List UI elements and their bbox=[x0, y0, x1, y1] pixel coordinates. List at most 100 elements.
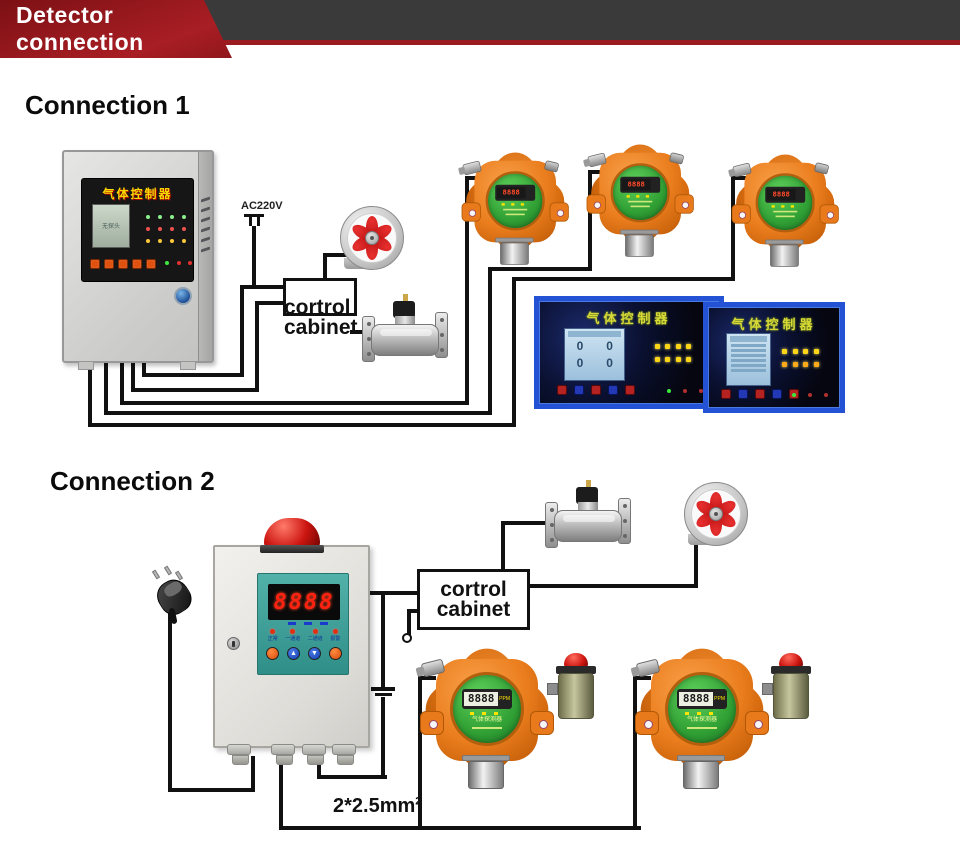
panel-button[interactable] bbox=[329, 647, 342, 660]
led-label: 正常 bbox=[267, 636, 278, 642]
gas-detector-4: 8888 PPM 气体探测器 bbox=[414, 637, 598, 805]
wire-segment bbox=[588, 170, 606, 174]
gas-detector-3: 8888 bbox=[727, 145, 874, 280]
power-label: AC220V bbox=[241, 200, 283, 212]
wire-segment bbox=[168, 612, 172, 792]
wire-segment bbox=[323, 253, 355, 257]
page-title: Detector connection bbox=[16, 2, 144, 55]
panel-button[interactable] bbox=[591, 384, 601, 395]
wire-segment bbox=[731, 176, 735, 281]
wire-segment bbox=[694, 543, 698, 588]
wire-segment bbox=[255, 301, 287, 305]
wire-segment bbox=[633, 676, 637, 830]
wire-segment bbox=[418, 676, 422, 830]
sensor-head bbox=[625, 234, 654, 257]
led-label: 二通道 bbox=[307, 636, 323, 642]
fan-hub bbox=[709, 507, 723, 521]
panel-button[interactable] bbox=[772, 388, 783, 399]
wire-segment bbox=[317, 756, 321, 779]
wire-segment bbox=[407, 609, 419, 613]
wire-segment bbox=[142, 373, 244, 377]
wire-segment bbox=[104, 411, 492, 415]
power-plug-symbol bbox=[244, 214, 264, 217]
detector-face bbox=[450, 672, 524, 746]
down-button[interactable]: ▼ bbox=[308, 647, 321, 660]
cable-gland-icon bbox=[332, 744, 356, 765]
cable-gland-icon bbox=[271, 744, 295, 765]
cabinet-label-line2: cabinet bbox=[284, 315, 358, 339]
wire-segment bbox=[104, 340, 108, 415]
wire-segment bbox=[131, 340, 135, 392]
led-label: 报警 bbox=[330, 636, 341, 642]
wire-segment bbox=[501, 521, 505, 571]
detector-display: 8888 bbox=[620, 176, 661, 193]
detector-label: 气体探测器 bbox=[686, 717, 717, 723]
door-lock[interactable] bbox=[174, 287, 192, 305]
controller2-led-row: 正常 一通道 二通道 报警 bbox=[264, 629, 344, 642]
sounder-alarm bbox=[762, 653, 811, 721]
unit-label: PPM bbox=[714, 696, 725, 702]
controller-buttons[interactable] bbox=[90, 259, 156, 269]
panel-button[interactable] bbox=[608, 384, 618, 395]
wire-segment bbox=[252, 226, 256, 287]
up-button[interactable]: ▲ bbox=[287, 647, 300, 660]
detector-display: 8888 PPM bbox=[462, 689, 512, 709]
lcd-value: 0 bbox=[606, 338, 613, 353]
sensor-head bbox=[683, 761, 719, 789]
wire-segment bbox=[588, 170, 592, 271]
blue-panel-status-leds bbox=[666, 388, 703, 393]
panel-button[interactable] bbox=[625, 384, 635, 395]
panel-button[interactable] bbox=[146, 259, 156, 269]
section-title-connection-1: Connection 1 bbox=[25, 90, 190, 120]
wire-spec-base: 2*2.5mm bbox=[333, 795, 416, 817]
blue-panel-title: 气体控制器 bbox=[586, 311, 672, 327]
wire-segment bbox=[512, 277, 735, 281]
blue-panel-led-grid bbox=[780, 345, 822, 371]
detector-display: 8888 bbox=[765, 186, 806, 203]
wire-segment bbox=[488, 267, 592, 271]
wire-segment bbox=[279, 756, 283, 830]
controller2-buttons[interactable]: ▲ ▼ bbox=[266, 647, 342, 660]
panel-button[interactable] bbox=[118, 259, 128, 269]
wire-segment bbox=[407, 609, 411, 635]
controller-side-panel bbox=[198, 152, 212, 361]
wire-segment bbox=[633, 676, 651, 680]
wire-segment bbox=[255, 301, 259, 392]
lcd-value: 0 bbox=[606, 355, 613, 370]
panel-button[interactable] bbox=[755, 388, 766, 399]
blue-panel-led-grid bbox=[652, 340, 694, 366]
exhaust-fan-2 bbox=[684, 482, 748, 546]
panel-button[interactable] bbox=[738, 388, 749, 399]
gas-controller-1: 气体控制器 无探头 bbox=[62, 150, 214, 370]
panel-button[interactable] bbox=[132, 259, 142, 269]
cable-gland-icon bbox=[227, 744, 251, 765]
panel-button[interactable] bbox=[721, 388, 732, 399]
detector-label: 气体探测器 bbox=[471, 717, 502, 723]
status-led bbox=[188, 261, 192, 265]
capacitor-symbol bbox=[375, 693, 392, 696]
panel-button[interactable] bbox=[104, 259, 114, 269]
wire-spec-exponent: 2 bbox=[415, 795, 422, 808]
lcd-value: 0 bbox=[576, 338, 584, 353]
sounder-alarm bbox=[547, 653, 596, 721]
detector-face bbox=[665, 672, 739, 746]
cable-gland-icon bbox=[302, 744, 326, 765]
wire-segment bbox=[88, 423, 516, 427]
wire-segment bbox=[512, 277, 516, 427]
blue-panel-title: 气体控制器 bbox=[731, 317, 817, 333]
panel-button[interactable] bbox=[557, 384, 567, 395]
panel-button[interactable] bbox=[266, 647, 279, 660]
panel-button[interactable] bbox=[574, 384, 584, 395]
sensor-head bbox=[770, 244, 799, 267]
unit-label: PPM bbox=[499, 696, 510, 702]
wire-segment bbox=[168, 788, 255, 792]
blue-panel-buttons[interactable] bbox=[557, 384, 635, 395]
wire-segment bbox=[120, 340, 124, 405]
blue-panel-status-leds bbox=[792, 392, 829, 397]
lcd-value: 0 bbox=[576, 355, 584, 370]
wire-segment bbox=[131, 388, 259, 392]
wire-segment bbox=[240, 285, 244, 377]
panel-button[interactable] bbox=[90, 259, 100, 269]
capacitor-symbol bbox=[371, 687, 395, 691]
blue-panel-buttons[interactable] bbox=[721, 388, 800, 399]
